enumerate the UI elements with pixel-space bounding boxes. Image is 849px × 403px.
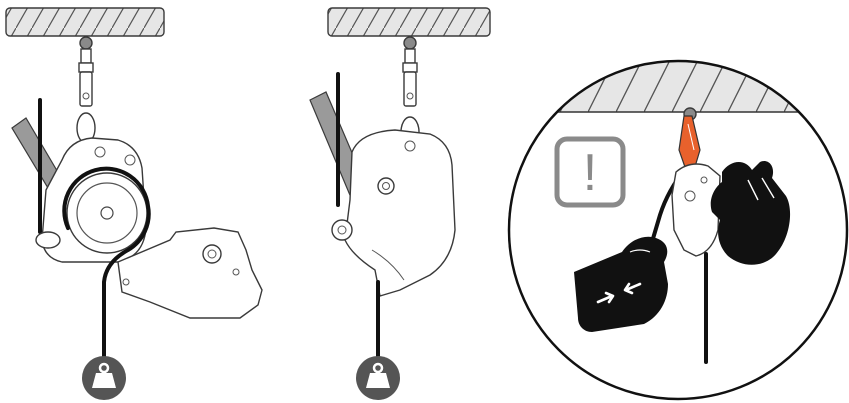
device-wheel	[67, 173, 147, 253]
weight-icon	[82, 356, 126, 400]
swivel-connector	[77, 49, 95, 143]
lever-end-cap	[36, 232, 60, 248]
panel-open-device	[6, 8, 262, 400]
panel-closed-device	[310, 8, 490, 400]
device-knob	[378, 178, 394, 194]
ceiling-anchor-left	[6, 8, 164, 36]
weight-icon	[356, 356, 400, 400]
side-plate-knob	[203, 245, 221, 263]
warning-glyph: !	[583, 144, 597, 202]
panel-zoom-detail: !	[500, 50, 849, 399]
ceiling-anchor-zoom	[500, 50, 849, 112]
ceiling-anchor-middle	[328, 8, 490, 36]
lever-pivot	[332, 220, 352, 240]
device-body-closed	[345, 130, 455, 296]
anchor-ball	[404, 37, 416, 49]
anchor-ball	[80, 37, 92, 49]
